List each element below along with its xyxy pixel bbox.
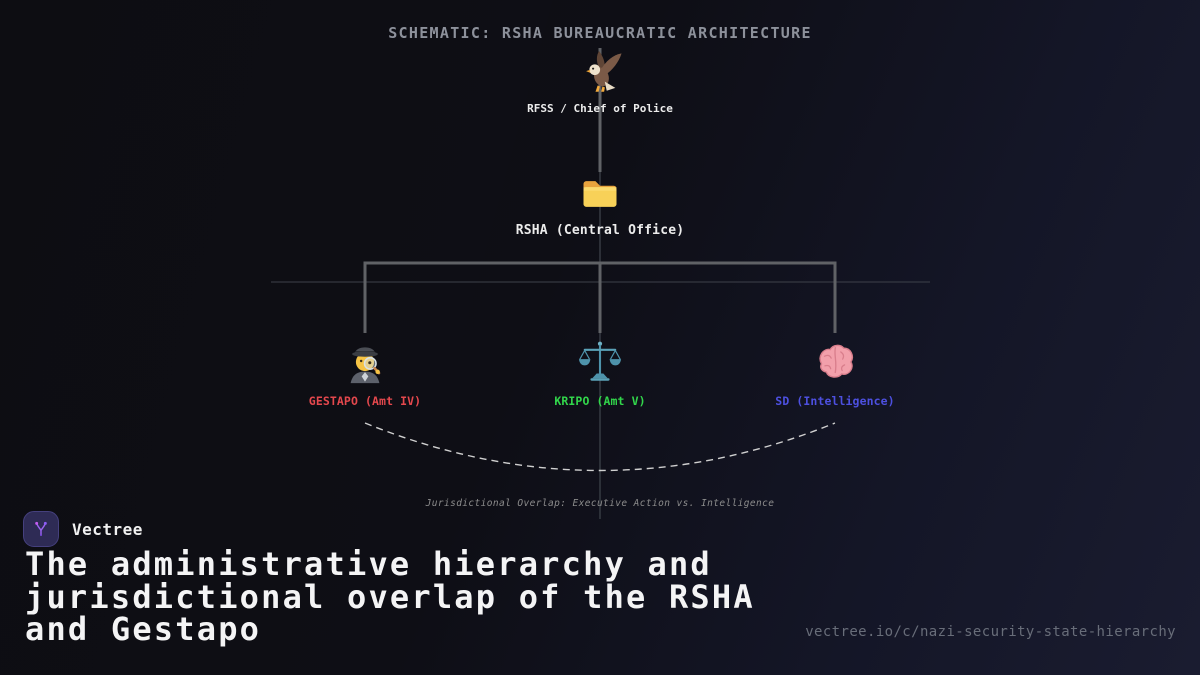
rsha-label: RSHA (Central Office) — [515, 223, 685, 238]
rfss-label: RFSS / Chief of Police — [527, 102, 673, 115]
gestapo-label: GESTAPO (Amt IV) — [308, 394, 422, 408]
detective-icon — [342, 339, 388, 385]
vectree-branch-icon — [35, 521, 47, 536]
brand-row: Vectree — [23, 511, 143, 547]
kripo-label: KRIPO (Amt V) — [554, 394, 646, 408]
footer-url: vectree.io/c/nazi-security-state-hierarc… — [805, 624, 1176, 640]
folder-icon — [578, 172, 622, 216]
overlap-arc — [364, 422, 836, 472]
sd-label: SD (Intelligence) — [775, 394, 895, 408]
overlap-note: Jurisdictional Overlap: Executive Action… — [425, 498, 775, 509]
vectree-logo — [23, 511, 59, 547]
scales-icon — [577, 339, 623, 385]
brand-name: Vectree — [72, 519, 143, 539]
page-title: The administrative hierarchy and jurisdi… — [25, 545, 755, 648]
eagle-icon — [577, 51, 623, 97]
brain-icon — [812, 339, 858, 385]
schematic-title: SCHEMATIC: RSHA BUREAUCRATIC ARCHITECTUR… — [388, 24, 812, 42]
